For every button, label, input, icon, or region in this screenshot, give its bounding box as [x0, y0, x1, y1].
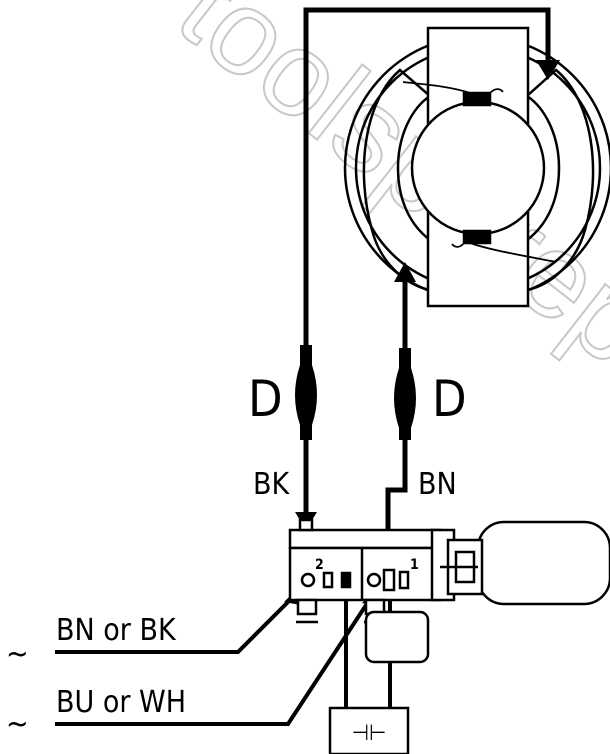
wire-mains-lower: [55, 594, 374, 726]
terminal-2-ring: [300, 572, 316, 588]
brush-lead-bottom: [451, 242, 557, 263]
motor: [343, 26, 610, 308]
tilde-upper: ~: [6, 637, 29, 672]
switch-body: [288, 546, 442, 602]
capacitor-box: [328, 706, 410, 754]
fuse-left: [295, 345, 317, 440]
fuses: [295, 345, 416, 440]
tilde-lower: ~: [6, 707, 29, 742]
mains-lower-label: BU or WH: [56, 685, 186, 720]
capacitor: ⊣⊢: [328, 706, 410, 754]
switch: [288, 518, 610, 664]
terminal-1-slot-a: [382, 568, 396, 592]
trigger-body: [476, 520, 610, 606]
terminal-2-slot-a: [322, 571, 334, 589]
wire-bk-label: BK: [253, 467, 291, 502]
arrow-motor-left: [394, 262, 416, 282]
wire-bk: [303, 7, 551, 520]
terminal-2-slot-b: [340, 571, 352, 589]
wire-mains-upper: [55, 594, 296, 654]
fuse-right-label: D: [432, 370, 467, 428]
terminal-1-ring: [366, 572, 382, 588]
terminal-slot-bk: [298, 518, 314, 532]
brush-lead-top: [402, 81, 504, 94]
terminal-1-slot-b: [398, 570, 410, 590]
wire-bn-label: BN: [418, 467, 457, 502]
capacitor-symbol: ⊣⊢: [352, 721, 386, 746]
screw-left: [296, 598, 318, 616]
arrow-motor-right: [536, 60, 560, 80]
terminal-2-label: 2: [315, 557, 324, 573]
fuse-left-label: D: [248, 370, 283, 428]
mains-upper-label: BN or BK: [56, 613, 177, 648]
switch-top-plate: [288, 528, 442, 550]
brush-top: [462, 91, 492, 107]
terminal-1-label: 1: [410, 557, 419, 573]
fuse-right: [394, 348, 416, 440]
switch-lower-housing: [364, 610, 430, 664]
brush-bottom: [462, 229, 492, 245]
rotor: [410, 100, 546, 236]
